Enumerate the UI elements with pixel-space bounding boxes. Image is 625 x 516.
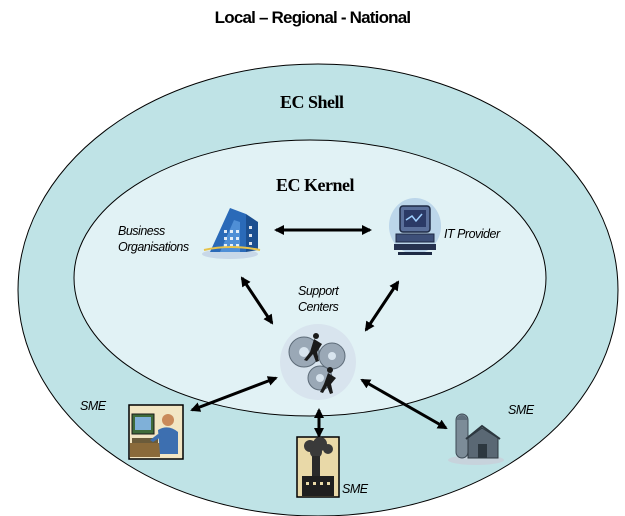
arrow-support-sme-left (190, 376, 278, 412)
arrow-business-support (240, 276, 274, 325)
office-building-icon (200, 200, 264, 265)
ec-shell-label: EC Shell (280, 92, 344, 112)
farm-barn-silo-icon (446, 408, 506, 471)
sme-left-label: SME (80, 399, 106, 413)
diagram-title: Local – Regional - National (214, 8, 411, 27)
it-provider-label: IT Provider (444, 227, 500, 241)
person-at-computer-icon (128, 404, 184, 465)
gears-people-icon (278, 322, 358, 407)
arrow-it-support (364, 280, 400, 332)
sme-bottom-label: SME (342, 482, 368, 496)
ec-kernel-label: EC Kernel (276, 175, 355, 195)
business-organisations-label: Business Organisations (118, 224, 189, 254)
arrow-support-sme-right (360, 378, 448, 430)
sme-right-label: SME (508, 403, 534, 417)
support-centers-label: Support Centers (298, 284, 339, 314)
computer-terminal-icon (386, 196, 444, 265)
factory-smokestack-icon (296, 436, 340, 503)
